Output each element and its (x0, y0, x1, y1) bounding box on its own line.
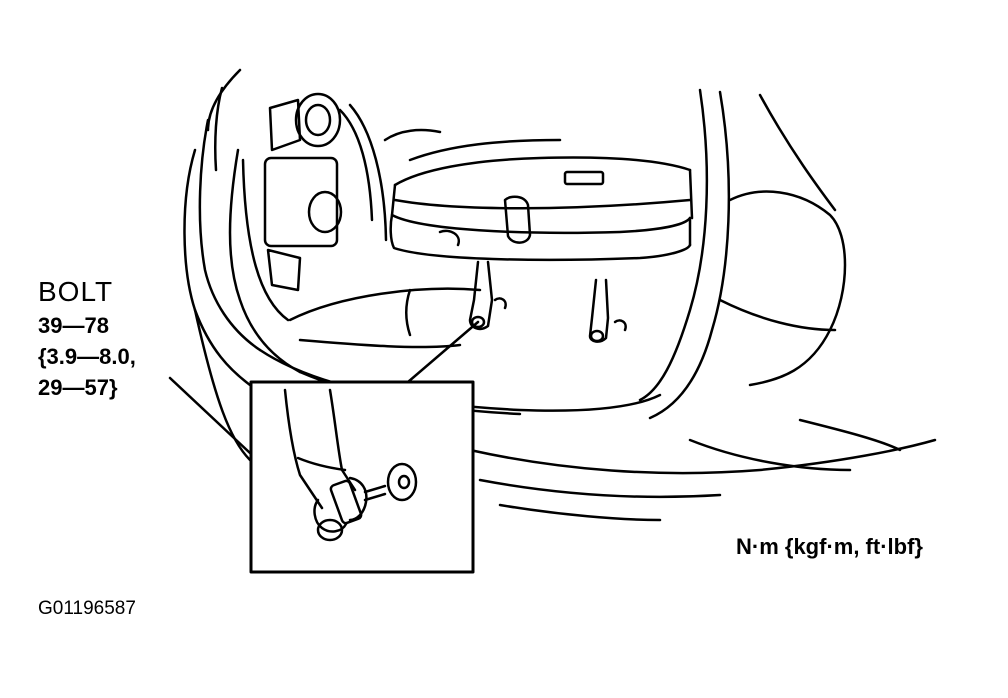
torque-spec-kgfm: {3.9—8.0, (38, 344, 136, 369)
detail-inset (251, 382, 473, 572)
bolt-label: BOLT (38, 276, 114, 307)
seat-hinge-brackets (470, 262, 626, 342)
torque-spec-ftlbf: 29—57} (38, 375, 118, 400)
side-speaker-assembly (265, 94, 386, 290)
torque-spec-nm: 39—78 (38, 313, 109, 338)
cargo-floor-well (290, 289, 480, 347)
units-legend: N·m {kgf·m, ft·lbf} (736, 534, 923, 559)
figure-id: G01196587 (38, 598, 136, 619)
folded-rear-seat (385, 130, 692, 260)
